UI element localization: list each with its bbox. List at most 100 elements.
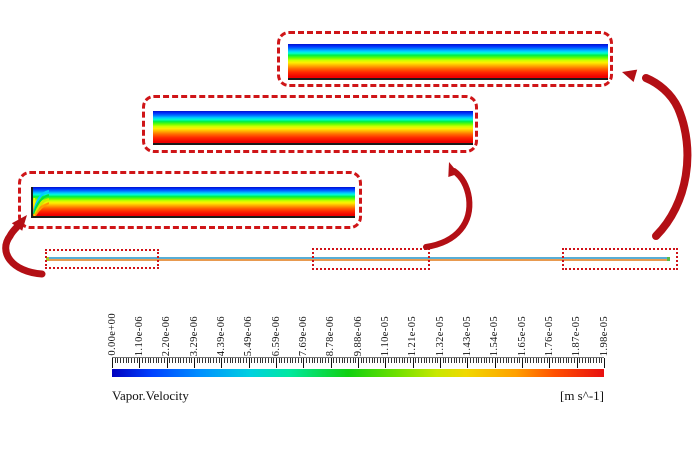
colorbar-minor-tick xyxy=(136,358,138,363)
colorbar-major-tick xyxy=(412,358,414,368)
colorbar-minor-tick xyxy=(317,358,318,363)
colorbar-minor-tick xyxy=(396,358,398,363)
colorbar-minor-tick xyxy=(582,358,584,363)
colorbar-major-tick xyxy=(385,358,387,368)
colorbar-minor-tick xyxy=(256,358,258,363)
colorbar-tick-label: 1.98e-05 xyxy=(598,315,610,356)
colorbar-minor-tick xyxy=(557,358,559,363)
colorbar-tick-label: 1.10e-05 xyxy=(379,315,391,356)
contour-strip-bottom xyxy=(31,187,355,218)
colorbar-minor-tick xyxy=(374,358,376,363)
colorbar-minor-tick xyxy=(568,358,570,363)
colorbar-minor-tick xyxy=(297,358,299,363)
colorbar-minor-tick xyxy=(601,358,603,363)
colorbar-minor-tick xyxy=(423,358,425,363)
colorbar-minor-tick xyxy=(524,358,526,363)
colorbar-minor-tick xyxy=(349,358,351,363)
colorbar-minor-tick xyxy=(437,358,439,363)
channel-line-top-half xyxy=(46,257,670,259)
colorbar-minor-tick xyxy=(560,358,562,363)
colorbar-minor-tick xyxy=(270,358,272,363)
channel-outlet-tip xyxy=(667,257,670,261)
colorbar-minor-tick xyxy=(289,358,291,363)
colorbar-minor-tick xyxy=(188,358,190,363)
colorbar-minor-tick xyxy=(204,358,206,363)
colorbar-minor-tick xyxy=(418,358,420,363)
colorbar-minor-tick xyxy=(587,358,589,363)
colorbar-minor-tick xyxy=(429,358,431,363)
colorbar-minor-tick xyxy=(538,358,540,363)
colorbar-minor-tick xyxy=(292,358,294,363)
colorbar-minor-tick xyxy=(131,358,133,363)
colorbar-minor-tick xyxy=(500,358,502,363)
colorbar-minor-tick xyxy=(327,358,329,363)
colorbar-ruler xyxy=(112,357,605,369)
colorbar-major-tick xyxy=(549,358,551,368)
colorbar-major-tick xyxy=(576,358,578,368)
colorbar-tick-label: 1.87e-05 xyxy=(571,315,583,356)
colorbar-minor-tick xyxy=(461,358,463,363)
colorbar-tick-label: 1.10e-06 xyxy=(133,315,145,356)
colorbar-major-tick xyxy=(139,358,141,368)
colorbar-minor-tick xyxy=(142,358,144,363)
colorbar-minor-tick xyxy=(478,358,480,363)
colorbar-minor-tick xyxy=(505,358,507,363)
colorbar-minor-tick xyxy=(511,358,513,363)
colorbar-minor-tick xyxy=(502,358,504,363)
colorbar-minor-tick xyxy=(218,358,220,363)
colorbar-minor-tick xyxy=(155,358,157,363)
colorbar-minor-tick xyxy=(388,358,390,363)
colorbar-minor-tick xyxy=(338,358,340,363)
colorbar-tick-label: 3.29e-06 xyxy=(188,315,200,356)
colorbar-minor-tick xyxy=(571,358,573,363)
colorbar-minor-tick xyxy=(336,358,338,363)
colorbar-minor-tick xyxy=(133,358,135,363)
colorbar-minor-tick xyxy=(185,358,187,363)
callout-arrow-middle xyxy=(423,162,473,250)
colorbar-major-tick xyxy=(467,358,469,368)
colorbar-minor-tick xyxy=(177,358,179,363)
colorbar-minor-tick xyxy=(128,358,130,363)
colorbar-minor-tick xyxy=(210,358,212,363)
colorbar-minor-tick xyxy=(527,358,529,363)
colorbar-minor-tick xyxy=(371,358,373,363)
colorbar-minor-tick xyxy=(513,358,515,363)
colorbar-major-tick xyxy=(522,358,523,368)
colorbar-tick-label: 1.54e-05 xyxy=(489,315,501,356)
colorbar-minor-tick xyxy=(368,358,370,363)
colorbar-minor-tick xyxy=(341,358,343,363)
colorbar-minor-tick xyxy=(399,358,400,363)
zoom-panel-middle xyxy=(142,95,478,153)
colorbar-tick-label: 7.69e-06 xyxy=(297,315,309,356)
colorbar-minor-tick xyxy=(243,358,245,363)
colorbar-minor-tick xyxy=(322,358,324,363)
colorbar-minor-tick xyxy=(486,358,488,363)
colorbar-minor-tick xyxy=(393,358,395,363)
colorbar-minor-tick xyxy=(150,358,152,363)
colorbar-minor-tick xyxy=(202,358,204,363)
colorbar-minor-tick xyxy=(360,358,362,363)
colorbar-major-tick xyxy=(604,358,605,368)
colorbar-minor-tick xyxy=(434,358,436,363)
colorbar-tick-label: 1.65e-05 xyxy=(516,315,528,356)
colorbar-minor-tick xyxy=(445,358,447,363)
colorbar-minor-tick xyxy=(273,358,275,363)
colorbar-minor-tick xyxy=(284,358,286,363)
colorbar-minor-tick xyxy=(278,358,280,363)
colorbar-minor-tick xyxy=(232,358,234,363)
colorbar-minor-tick xyxy=(584,358,586,363)
colorbar-major-tick xyxy=(166,358,168,368)
zoom-panel-top xyxy=(277,31,613,87)
colorbar-minor-tick xyxy=(147,358,149,363)
colorbar-minor-tick xyxy=(442,358,444,363)
colorbar-minor-tick xyxy=(325,358,327,363)
colorbar-minor-tick xyxy=(120,358,122,363)
colorbar-minor-tick xyxy=(563,358,564,363)
colorbar-minor-tick xyxy=(401,358,403,363)
colorbar-minor-tick xyxy=(240,358,242,363)
colorbar-minor-tick xyxy=(169,358,171,363)
roi-box-middle xyxy=(312,248,430,270)
